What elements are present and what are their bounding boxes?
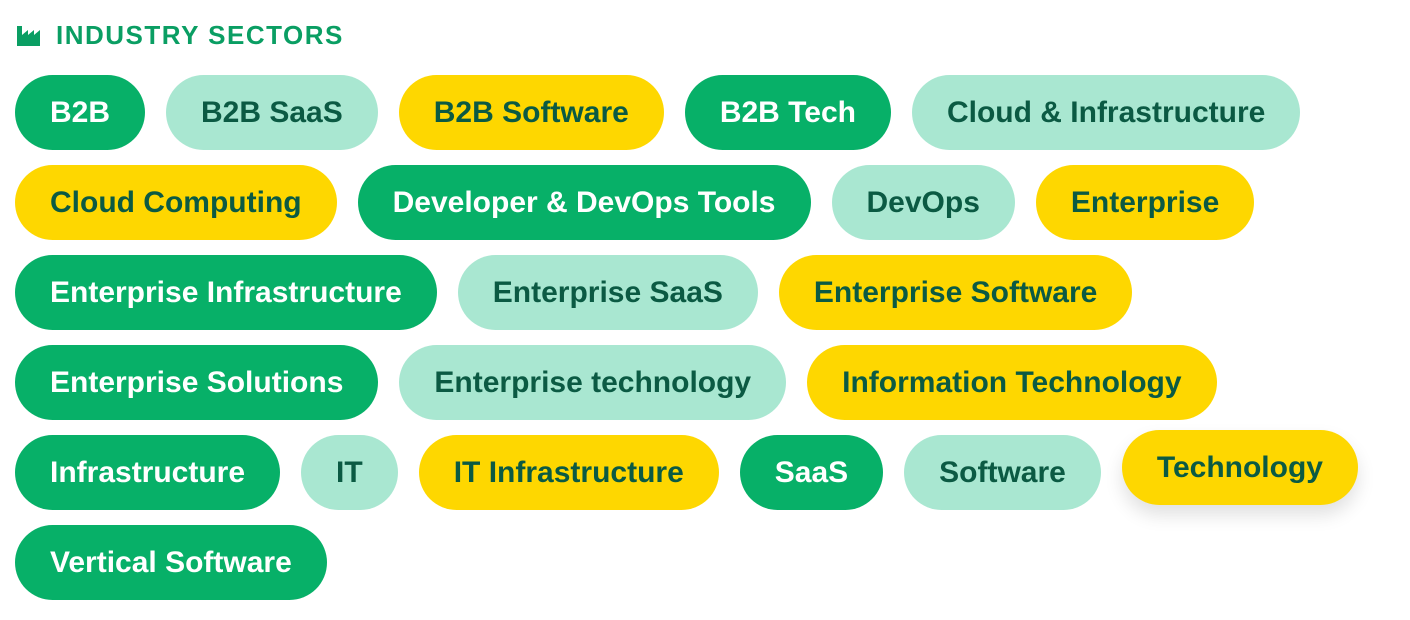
section-header: INDUSTRY SECTORS [16,20,344,50]
factory-icon [16,21,44,49]
tag-row: Infrastructure IT IT Infrastructure SaaS Sof… [15,430,1405,510]
sector-tag[interactable]: Enterprise technology [399,345,787,420]
tag-row: Enterprise Solutions Enterprise technolog… [15,345,1405,420]
sector-tag[interactable]: Enterprise Software [778,255,1133,330]
sector-tag[interactable]: Developer & DevOps Tools [357,165,811,240]
sector-tag[interactable]: Cloud & Infrastructure [911,75,1301,150]
sector-tag[interactable]: Information Technology [807,345,1217,420]
sector-tag[interactable]: Enterprise SaaS [457,255,758,330]
sector-tag[interactable]: Software [904,435,1101,510]
sector-tag[interactable]: Enterprise [1035,165,1255,240]
sector-tag[interactable]: IT Infrastructure [418,435,719,510]
sector-tag[interactable]: B2B Software [398,75,664,150]
sector-tag[interactable]: B2B Tech [684,75,891,150]
sector-tag[interactable]: DevOps [831,165,1015,240]
tag-row: Vertical Software [15,525,1405,600]
sector-tag[interactable]: B2B [15,75,146,150]
sector-tag[interactable]: Cloud Computing [15,165,337,240]
sector-tag[interactable]: Infrastructure [15,435,281,510]
sector-tag[interactable]: Technology [1121,430,1358,505]
section-title: INDUSTRY SECTORS [56,20,344,50]
tag-row: Cloud Computing Developer & DevOps Tools D… [15,165,1405,240]
sector-tag[interactable]: IT [301,435,398,510]
sector-tag[interactable]: Enterprise Solutions [15,345,379,420]
sector-tag[interactable]: B2B SaaS [166,75,378,150]
sector-tag[interactable]: SaaS [739,435,884,510]
tag-list: B2B B2B SaaS B2B Software B2B Tech Cloud & I… [15,75,1405,615]
sector-tag[interactable]: Vertical Software [15,525,327,600]
tag-row: B2B B2B SaaS B2B Software B2B Tech Cloud & I… [15,75,1405,150]
tag-row: Enterprise Infrastructure Enterprise SaaS… [15,255,1405,330]
sector-tag[interactable]: Enterprise Infrastructure [15,255,437,330]
